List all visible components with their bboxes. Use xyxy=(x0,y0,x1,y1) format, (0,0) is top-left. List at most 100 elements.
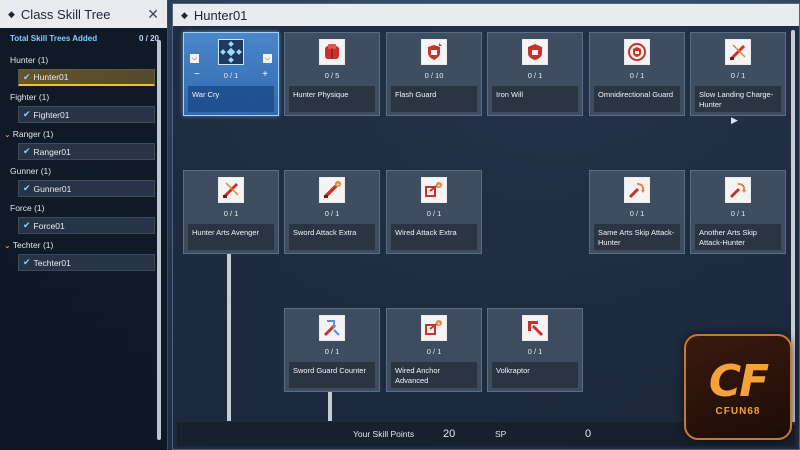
tree-item-force01[interactable]: ✔Force01 xyxy=(18,217,155,234)
check-icon: ✔ xyxy=(23,109,31,119)
tree-header: ◆ Hunter01 xyxy=(173,4,799,26)
tree-item-hunter01[interactable]: ✔Hunter01 xyxy=(18,69,155,86)
tree-item-label: Fighter01 xyxy=(33,109,70,120)
svg-text:+: + xyxy=(437,321,441,327)
shield-icon xyxy=(522,39,548,65)
sword-slash-icon xyxy=(218,177,244,203)
group-label: Gunner (1) xyxy=(10,166,52,176)
volk-icon xyxy=(522,315,548,341)
war-cry-icon xyxy=(218,39,244,65)
skill-name: Wired Attack Extra xyxy=(391,224,477,250)
group-label: Techter (1) xyxy=(12,240,54,250)
group-techter[interactable]: ⌄Techter (1) xyxy=(0,234,167,254)
skill-level: 0 / 10 xyxy=(424,71,444,80)
tree-item-label: Ranger01 xyxy=(33,146,71,157)
skip-arrow-icon xyxy=(725,177,751,203)
tree-title: Hunter01 xyxy=(193,7,248,23)
skill-iron-will[interactable]: 0 / 1 Iron Will xyxy=(487,32,583,116)
skill-sword-attack-extra[interactable]: + 0 / 1 Sword Attack Extra xyxy=(284,170,380,254)
panel-title: Class Skill Tree xyxy=(20,6,111,22)
diamond-icon: ◆ xyxy=(8,8,15,19)
sword-plus-icon: + xyxy=(319,177,345,203)
decrease-button[interactable]: − xyxy=(194,69,200,80)
check-icon: ✔ xyxy=(23,183,31,193)
group-hunter[interactable]: Hunter (1) xyxy=(0,49,167,69)
diamond-icon: ◆ xyxy=(181,9,188,20)
panel-header: ◆ Class Skill Tree ✕ xyxy=(0,0,167,28)
sp-value: 0 xyxy=(585,428,592,440)
check-icon: ✔ xyxy=(23,71,31,82)
tree-item-ranger01[interactable]: ✔Ranger01 xyxy=(18,143,155,160)
skill-hunter-physique[interactable]: 0 / 5 Hunter Physique xyxy=(284,32,380,116)
skill-sword-guard-counter[interactable]: 0 / 1 Sword Guard Counter xyxy=(284,308,380,392)
group-ranger[interactable]: ⌄Ranger (1) xyxy=(0,123,167,143)
check-icon: ✔ xyxy=(23,220,31,230)
skill-wired-anchor-advanced[interactable]: + 0 / 1 Wired Anchor Advanced xyxy=(386,308,482,392)
sp-label: SP xyxy=(495,429,507,439)
tree-item-gunner01[interactable]: ✔Gunner01 xyxy=(18,180,155,197)
skill-level: 0 / 1 xyxy=(629,209,645,218)
group-label: Ranger (1) xyxy=(12,129,54,139)
sword-slash-icon xyxy=(725,39,751,65)
tree-connector xyxy=(328,392,332,421)
chevron-icon: ⌄ xyxy=(4,129,11,139)
skill-hunter-arts-avenger[interactable]: 0 / 1 Hunter Arts Avenger xyxy=(183,170,279,254)
skill-level: 0 / 1 xyxy=(629,71,645,80)
skill-points-value: 20 xyxy=(443,428,456,440)
group-label: Hunter (1) xyxy=(10,55,49,65)
logo-text: CFUN68 xyxy=(715,405,761,417)
skill-tree-panel: ◆ Hunter01 ◡ ◡ − 0 / 1 + War Cry 0 / 5 H… xyxy=(172,3,800,450)
skill-name: Sword Attack Extra xyxy=(289,224,375,250)
wire-plus-icon: + xyxy=(421,315,447,341)
skill-level: 0 / 1 xyxy=(527,347,543,356)
skill-level: 0 / 1 xyxy=(223,71,239,80)
expand-arrow-icon[interactable]: ▶ xyxy=(731,115,738,125)
skill-another-arts-skip-attack-hunter[interactable]: 0 / 1 Another Arts Skip Attack-Hunter xyxy=(690,170,786,254)
skill-grid: ◡ ◡ − 0 / 1 + War Cry 0 / 5 Hunter Physi… xyxy=(173,26,799,423)
group-force[interactable]: Force (1) xyxy=(0,197,167,217)
left-scrollbar[interactable] xyxy=(157,40,161,440)
skill-name: Wired Anchor Advanced xyxy=(391,362,477,388)
group-gunner[interactable]: Gunner (1) xyxy=(0,160,167,180)
skill-name: Hunter Physique xyxy=(289,86,375,112)
total-value: 0 / 20 xyxy=(138,34,159,43)
skill-level: 0 / 1 xyxy=(527,71,543,80)
skill-flash-guard[interactable]: 0 / 10 Flash Guard xyxy=(386,32,482,116)
skill-wired-attack-extra[interactable]: + 0 / 1 Wired Attack Extra xyxy=(386,170,482,254)
tree-item-fighter01[interactable]: ✔Fighter01 xyxy=(18,106,155,123)
group-label: Fighter (1) xyxy=(10,92,50,102)
corner-marker: ◡ xyxy=(263,54,272,63)
class-skill-tree-panel: ◆ Class Skill Tree ✕ Total Skill Trees A… xyxy=(0,0,168,450)
check-icon: ✔ xyxy=(23,257,31,267)
shield-up-icon xyxy=(421,39,447,65)
total-label: Total Skill Trees Added xyxy=(10,34,98,43)
tree-item-label: Hunter01 xyxy=(33,72,69,82)
tree-item-label: Force01 xyxy=(33,220,65,231)
wire-plus-icon: + xyxy=(421,177,447,203)
skill-name: Same Arts Skip Attack-Hunter xyxy=(594,224,680,250)
skill-level: 0 / 1 xyxy=(426,209,442,218)
increase-button[interactable]: + xyxy=(262,69,268,80)
skill-volkraptor[interactable]: 0 / 1 Volkraptor xyxy=(487,308,583,392)
skill-level: 0 / 1 xyxy=(730,209,746,218)
tree-item-techter01[interactable]: ✔Techter01 xyxy=(18,254,155,271)
skill-level: 0 / 1 xyxy=(426,347,442,356)
group-label: Force (1) xyxy=(10,203,45,213)
close-icon[interactable]: ✕ xyxy=(147,5,159,22)
skill-war-cry[interactable]: ◡ ◡ − 0 / 1 + War Cry xyxy=(183,32,279,116)
group-fighter[interactable]: Fighter (1) xyxy=(0,86,167,106)
skill-name: Iron Will xyxy=(492,86,578,112)
main-scrollbar[interactable] xyxy=(791,30,795,425)
class-list: Hunter (1) ✔Hunter01 Fighter (1) ✔Fighte… xyxy=(0,47,167,271)
skill-points-label: Your Skill Points xyxy=(353,429,415,439)
svg-text:+: + xyxy=(437,183,441,189)
corner-marker: ◡ xyxy=(190,54,199,63)
skill-name: War Cry xyxy=(188,86,274,112)
chevron-icon: ⌄ xyxy=(4,240,11,250)
skill-name: Flash Guard xyxy=(391,86,477,112)
tree-item-label: Techter01 xyxy=(33,257,71,268)
skill-name: Slow Landing Charge-Hunter xyxy=(695,86,781,112)
skill-same-arts-skip-attack-hunter[interactable]: 0 / 1 Same Arts Skip Attack-Hunter xyxy=(589,170,685,254)
skill-omnidirectional-guard[interactable]: 0 / 1 Omnidirectional Guard xyxy=(589,32,685,116)
skill-slow-landing-charge-hunter[interactable]: 0 / 1 Slow Landing Charge-Hunter xyxy=(690,32,786,116)
